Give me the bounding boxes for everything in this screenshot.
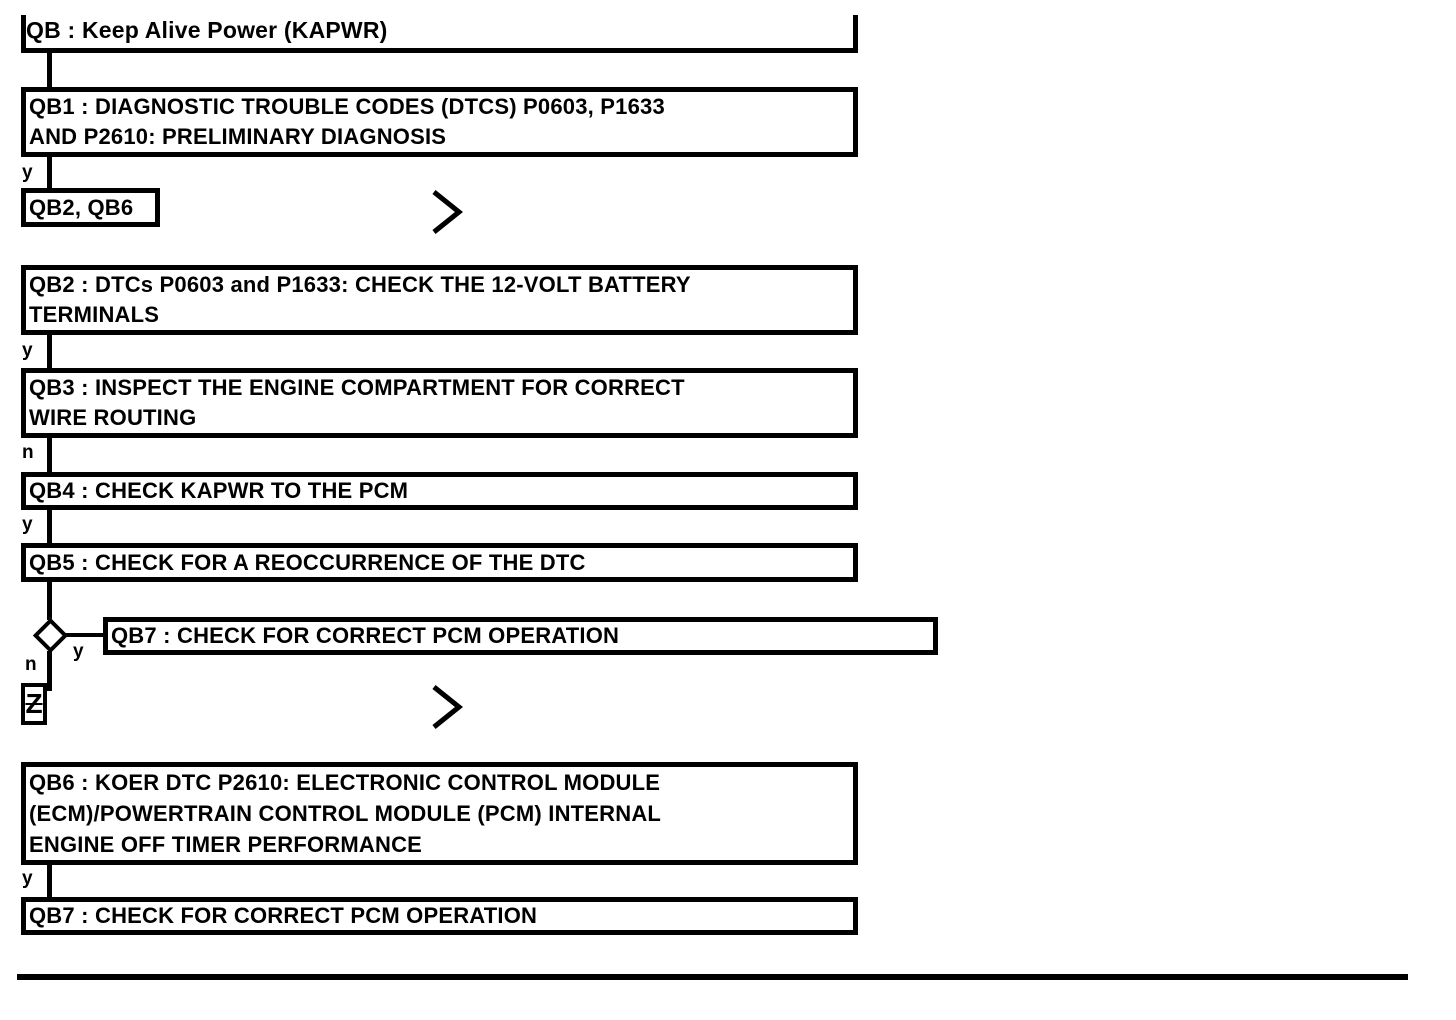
connector-qb1-ref [47, 155, 52, 190]
connector-qb5-decision [47, 580, 52, 620]
branch-label-after-qb4: y [22, 514, 33, 535]
node-qb7: QB7 : CHECK FOR CORRECT PCM OPERATION [21, 897, 858, 935]
branch-label-qb5-no: n [25, 654, 37, 675]
node-qb4: QB4 : CHECK KAPWR TO THE PCM [21, 472, 858, 510]
node-qb7-branch: QB7 : CHECK FOR CORRECT PCM OPERATION [103, 617, 938, 655]
branch-label-after-qb6: y [22, 868, 33, 889]
continue-chevron-icon [432, 685, 464, 729]
title-rule-right-tick [853, 15, 858, 53]
branch-label-after-qb3: n [22, 442, 34, 463]
offpage-connector-z: Z [21, 683, 47, 725]
connector-qb3-qb4 [47, 436, 52, 474]
node-qb6: QB6 : KOER DTC P2610: ELECTRONIC CONTROL… [21, 762, 858, 865]
node-qb3: QB3 : INSPECT THE ENGINE COMPARTMENT FOR… [21, 368, 858, 438]
connector-qb2-qb3 [47, 333, 52, 370]
branch-label-after-qb1: y [22, 162, 33, 183]
title-underline [21, 48, 858, 53]
node-ref-qb2-qb6: QB2, QB6 [21, 188, 160, 227]
connector-decision-qb7 [65, 633, 105, 637]
branch-label-after-qb2: y [22, 340, 33, 361]
connector-decision-offpage [47, 651, 52, 691]
node-qb5: QB5 : CHECK FOR A REOCCURRENCE OF THE DT… [21, 543, 858, 582]
title-rule-left-tick [21, 15, 26, 53]
connector-qb6-qb7 [47, 862, 52, 898]
flowchart-title: QB : Keep Alive Power (KAPWR) [26, 17, 388, 43]
node-qb2: QB2 : DTCs P0603 and P1633: CHECK THE 12… [21, 265, 858, 335]
connector-qb4-qb5 [47, 508, 52, 545]
decision-diamond-icon [32, 617, 69, 654]
node-qb1: QB1 : DIAGNOSTIC TROUBLE CODES (DTCS) P0… [21, 87, 858, 157]
continue-chevron-icon [432, 190, 464, 234]
connector-title-qb1 [47, 50, 52, 90]
branch-label-qb5-yes: y [73, 641, 84, 662]
page-bottom-rule [17, 974, 1408, 980]
